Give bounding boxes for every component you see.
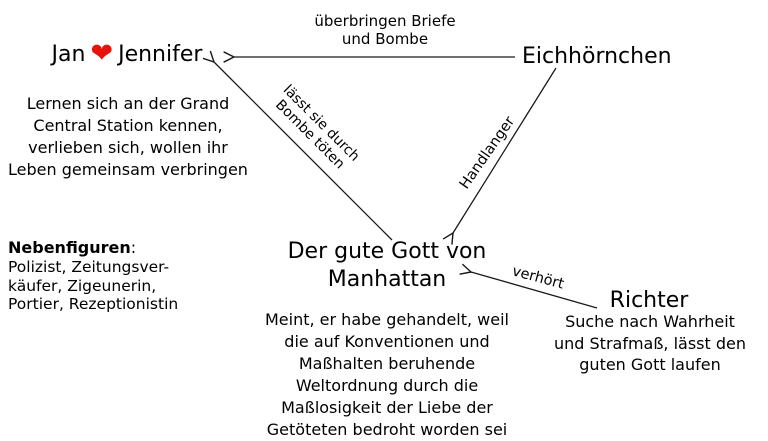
gott-title: Der gute Gott von Manhattan bbox=[287, 238, 487, 294]
couple-description: Lernen sich an der Grand Central Station… bbox=[0, 93, 256, 181]
arrow-eichhoernchen-to-gott bbox=[442, 67, 557, 245]
gott-description-line: Meint, er habe gehandelt, weil bbox=[264, 310, 509, 329]
gott-description-line: die auf Konventionen und bbox=[284, 332, 490, 351]
gott-description-line: Getöteten bedroht worden sei bbox=[266, 420, 508, 439]
richter-description-line: guten Gott laufen bbox=[579, 355, 721, 374]
richter-description-line: Suche nach Wahrheit bbox=[565, 312, 735, 331]
gott-description-line: Maßlosigkeit der Liebe der bbox=[281, 398, 493, 417]
couple-description-line: Central Station kennen, bbox=[33, 116, 223, 135]
heart-icon: ❤ bbox=[90, 38, 114, 69]
nebenfiguren-line: Polizist, Zeitungsver- bbox=[8, 258, 170, 276]
nebenfiguren-heading: Nebenfiguren: bbox=[8, 238, 198, 258]
gott-title-line: Der gute Gott von bbox=[287, 239, 487, 264]
couple-description-line: Lernen sich an der Grand bbox=[26, 94, 230, 113]
couple-description-line: Leben gemeinsam verbringen bbox=[8, 160, 248, 179]
arrow-gott-to-couple bbox=[202, 50, 393, 241]
edge-label-briefe-line: und Bombe bbox=[341, 30, 429, 48]
arrow-richter-to-gott bbox=[459, 263, 598, 309]
gott-description-line: Weltordnung durch die bbox=[295, 376, 479, 395]
gott-title-line: Manhattan bbox=[327, 267, 447, 292]
richter-description: Suche nach Wahrheit und Strafmaß, lässt … bbox=[548, 311, 752, 376]
richter-title: Richter bbox=[609, 288, 689, 313]
gott-description: Meint, er habe gehandelt, weil die auf K… bbox=[247, 309, 527, 441]
nebenfiguren-heading-colon: : bbox=[130, 238, 137, 257]
jennifer-label: Jennifer bbox=[118, 42, 203, 67]
couple-title: Jan ❤ Jennifer bbox=[27, 38, 227, 69]
nebenfiguren-line: Portier, Rezeptionistin bbox=[8, 295, 179, 313]
gott-description-line: Maßhalten beruhende bbox=[298, 354, 476, 373]
nebenfiguren-block: Nebenfiguren: Polizist, Zeitungsver- käu… bbox=[8, 238, 198, 314]
eichhoernchen-title: Eichhörnchen bbox=[522, 44, 672, 69]
nebenfiguren-line: käufer, Zigeunerin, bbox=[8, 276, 157, 295]
couple-description-line: verlieben sich, wollen ihr bbox=[28, 138, 228, 157]
jan-label: Jan bbox=[51, 42, 86, 67]
nebenfiguren-heading-text: Nebenfiguren bbox=[8, 238, 131, 257]
edge-label-briefe-line: überbringen Briefe bbox=[314, 12, 456, 30]
edge-label-briefe: überbringen Briefe und Bombe bbox=[300, 12, 470, 48]
richter-description-line: und Strafmaß, lässt den bbox=[553, 333, 747, 353]
